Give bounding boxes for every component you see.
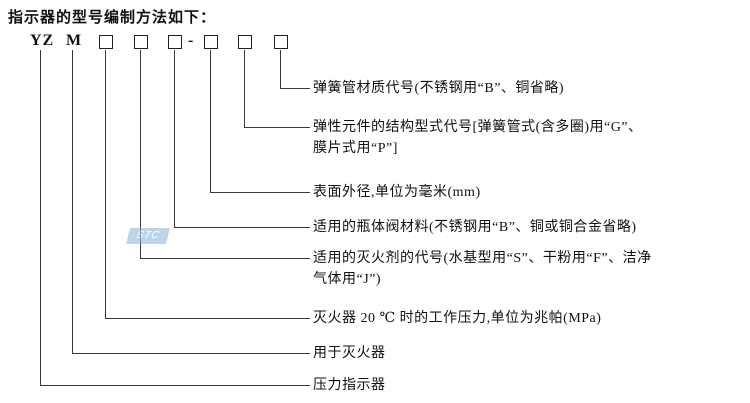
leader-line-horizontal-1 xyxy=(105,318,310,319)
annotation-working-pressure: 灭火器 20 ℃ 时的工作压力,单位为兆帕(MPa) xyxy=(313,308,601,329)
annotation-text: 弹簧管材质代号(不锈钢用“B”、铜省略) xyxy=(313,81,565,96)
leader-line-horizontal-2 xyxy=(140,258,310,259)
code-separator: - xyxy=(188,32,194,49)
leader-line-vertical-3 xyxy=(174,50,175,227)
annotation-valve-material: 适用的瓶体阀材料(不锈钢用“B”、铜或铜合金省略) xyxy=(313,217,637,238)
annotation-elastic-element-type: 弹性元件的结构型式代号[弹簧管式(含多圈)用“G”、 膜片式用“P”] xyxy=(313,117,643,159)
placeholder-box-5 xyxy=(238,35,252,49)
placeholder-box-2 xyxy=(134,35,148,49)
annotation-text: 表面外径,单位为毫米(mm) xyxy=(313,185,481,200)
annotation-text: 用于灭火器 xyxy=(313,346,386,361)
placeholder-box-6 xyxy=(274,35,288,49)
leader-line-horizontal-6 xyxy=(280,88,310,89)
diagram-title: 指示器的型号编制方法如下： xyxy=(8,10,217,26)
leader-line-vertical-m xyxy=(72,50,73,353)
leader-line-vertical-1 xyxy=(105,50,106,318)
annotation-text: 灭火器 20 ℃ 时的工作压力,单位为兆帕(MPa) xyxy=(313,311,602,326)
placeholder-box-4 xyxy=(204,35,218,49)
leader-line-vertical-yz xyxy=(40,50,41,385)
leader-line-horizontal-3 xyxy=(174,227,310,228)
annotation-text: 适用的瓶体阀材料(不锈钢用“B”、铜或铜合金省略) xyxy=(313,220,637,235)
leader-line-horizontal-5 xyxy=(244,127,310,128)
annotation-extinguishing-agent-code: 适用的灭火剂的代号(水基型用“S”、干粉用“F”、洁净 气体用“J”) xyxy=(313,248,652,290)
model-prefix: YZ xyxy=(30,32,55,49)
annotation-text: 压力指示器 xyxy=(313,378,386,393)
leader-line-vertical-4 xyxy=(210,50,211,192)
leader-line-vertical-6 xyxy=(280,50,281,88)
annotation-spring-tube-material: 弹簧管材质代号(不锈钢用“B”、铜省略) xyxy=(313,78,564,99)
model-type-code: M xyxy=(66,32,83,49)
placeholder-box-1 xyxy=(99,35,113,49)
annotation-surface-diameter: 表面外径,单位为毫米(mm) xyxy=(313,182,481,203)
leader-line-horizontal-m xyxy=(72,353,310,354)
leader-line-vertical-5 xyxy=(244,50,245,127)
annotation-pressure-indicator: 压力指示器 xyxy=(313,375,386,396)
annotation-text: 弹性元件的结构型式代号[弹簧管式(含多圈)用“G”、 xyxy=(313,120,643,135)
watermark-logo: STC xyxy=(126,228,170,244)
placeholder-box-3 xyxy=(168,35,182,49)
annotation-text: 气体用“J”) xyxy=(313,272,382,287)
annotation-text: 膜片式用“P”] xyxy=(313,141,398,156)
leader-line-horizontal-4 xyxy=(210,192,310,193)
leader-line-vertical-2 xyxy=(140,50,141,258)
annotation-text: 适用的灭火剂的代号(水基型用“S”、干粉用“F”、洁净 xyxy=(313,251,652,266)
leader-line-horizontal-yz xyxy=(40,385,310,386)
annotation-used-for-extinguisher: 用于灭火器 xyxy=(313,343,386,364)
